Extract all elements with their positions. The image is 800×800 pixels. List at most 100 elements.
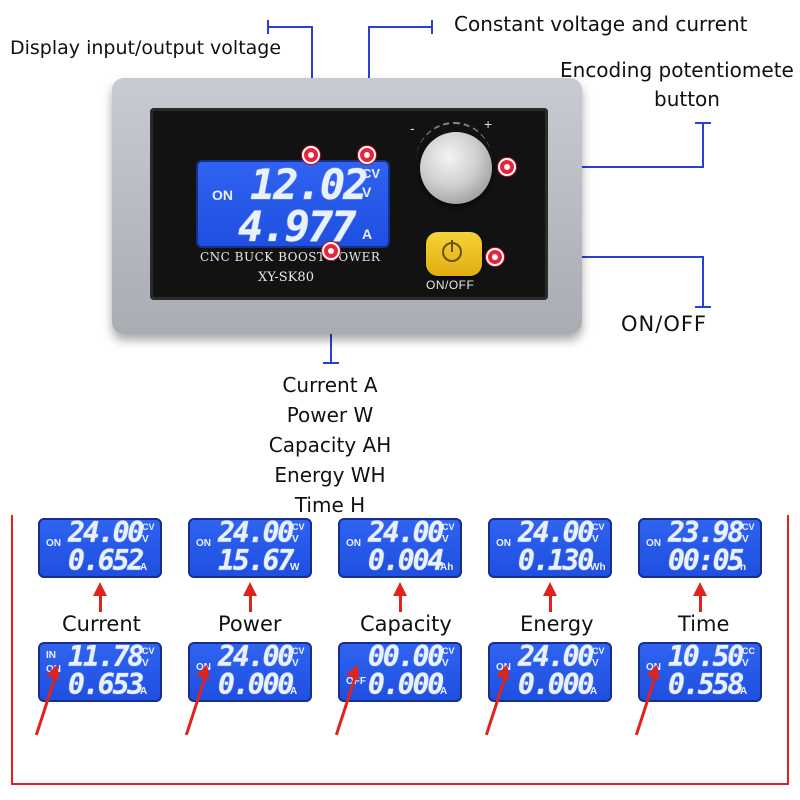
mode-arrow-line: [249, 594, 252, 612]
onoff-button-label: ON/OFF: [426, 278, 475, 292]
lcd-indicator: ON: [46, 664, 61, 675]
lcd-unit1: V: [592, 534, 599, 545]
lcd-unit1: V: [742, 658, 749, 669]
module-lcd-voltage: 12.02: [250, 160, 368, 209]
marker-dot-display: [302, 146, 320, 164]
lcd-line1: 24.00: [518, 516, 594, 549]
mode-arrow-line: [699, 594, 702, 612]
lcd-mode-tag: CV: [742, 522, 755, 532]
lcd-line2: 0.000: [518, 668, 594, 701]
mode-arrow-line: [99, 594, 102, 612]
list-item: Energy WH: [274, 463, 386, 487]
leader-line-encoding-tick: [695, 122, 711, 124]
lcd-line2: 15.67: [218, 544, 294, 577]
bracket-right: [787, 515, 789, 785]
lcd-line1: 23.98: [668, 516, 744, 549]
lcd-line2: 0.558: [668, 668, 744, 701]
lcd-indicator: ON: [196, 662, 211, 673]
leader-line-constant: [368, 26, 432, 28]
bracket-left: [11, 515, 13, 785]
module-lcd-mode: CV: [362, 166, 381, 181]
lcd-mode-tag: CV: [592, 646, 605, 656]
marker-dot-current: [322, 242, 340, 260]
encoding-knob[interactable]: [420, 132, 492, 204]
lcd-unit2: A: [140, 562, 148, 573]
lcd-unit2: A: [590, 686, 598, 697]
lcd-unit1: V: [742, 534, 749, 545]
callout-measurement-list: Current A Power W Capacity AH Energy WH …: [230, 370, 430, 520]
lcd-mode-tag: CC: [742, 646, 755, 656]
module-brand: CNC BUCK BOOST POWER: [200, 250, 381, 264]
lcd-indicator: IN: [46, 650, 56, 661]
leader-line-onoff-tick: [695, 306, 711, 308]
lcd-line1: 00.00: [368, 640, 444, 673]
lcd-unit2: A: [740, 686, 748, 697]
lcd-mode-tag: CV: [292, 646, 305, 656]
lcd-indicator: ON: [646, 538, 661, 549]
callout-display-voltage: Display input/output voltage: [10, 37, 282, 59]
lcd-line1: 24.00: [68, 516, 144, 549]
lcd-line1: 10.50: [668, 640, 744, 673]
lcd-indicator: ON: [496, 538, 511, 549]
mode-label: Power: [218, 612, 282, 636]
lcd-mode-tag: CV: [142, 646, 155, 656]
lcd-indicator: ON: [496, 662, 511, 673]
mode-arrow-line: [399, 594, 402, 612]
lcd-unit1: V: [442, 534, 449, 545]
lcd-indicator: ON: [646, 662, 661, 673]
lcd-unit1: V: [142, 534, 149, 545]
lcd-line2: 0.130: [518, 544, 594, 577]
list-item: Current A: [282, 373, 378, 397]
leader-line-onoff-v: [702, 256, 704, 306]
leader-line-encoding-h: [508, 166, 704, 168]
mode-arrow-head: [93, 582, 107, 596]
lcd-mode-tag: CV: [292, 522, 305, 532]
lcd-mode-tag: CV: [142, 522, 155, 532]
lcd-line1: 24.00: [218, 640, 294, 673]
module-lcd-current: 4.977: [238, 202, 356, 251]
lcd-mode-tag: CV: [592, 522, 605, 532]
leader-line-onoff-h: [496, 256, 704, 258]
marker-dot-encoding: [498, 158, 516, 176]
lcd-unit2: A: [440, 686, 448, 697]
onoff-button[interactable]: [426, 232, 482, 276]
module-lcd-current-unit: A: [362, 226, 373, 242]
list-item: Capacity AH: [268, 433, 392, 457]
mode-label: Energy: [520, 612, 594, 636]
callout-encoding-line1: Encoding potentiomete: [560, 58, 794, 82]
lcd-unit1: V: [292, 658, 299, 669]
lcd-line2: 0.000: [218, 668, 294, 701]
lcd-line2: 0.652: [68, 544, 144, 577]
knob-minus-label: -: [410, 120, 415, 136]
lcd-line1: 24.00: [368, 516, 444, 549]
marker-dot-onoff: [486, 248, 504, 266]
lcd-line1: 24.00: [218, 516, 294, 549]
mode-label: Capacity: [360, 612, 452, 636]
lcd-unit2: A: [290, 686, 298, 697]
lcd-unit1: V: [592, 658, 599, 669]
mode-arrow-head: [543, 582, 557, 596]
lcd-unit1: V: [292, 534, 299, 545]
list-item: Power W: [286, 403, 374, 427]
lcd-line2: 0.000: [368, 668, 444, 701]
leader-line-constant-tick: [431, 20, 433, 34]
mode-arrow-line: [549, 594, 552, 612]
lcd-unit2: Ah: [440, 562, 454, 573]
lcd-unit2: A: [140, 686, 148, 697]
mode-arrow-head: [693, 582, 707, 596]
mode-arrow-head: [243, 582, 257, 596]
leader-line-encoding-v: [702, 124, 704, 168]
lcd-line1: 11.78: [68, 640, 144, 673]
mode-label: Current: [62, 612, 141, 636]
marker-dot-constant: [358, 146, 376, 164]
lcd-indicator: OFF: [346, 676, 366, 687]
leader-line-display-tick: [267, 20, 269, 34]
lcd-unit1: V: [142, 658, 149, 669]
